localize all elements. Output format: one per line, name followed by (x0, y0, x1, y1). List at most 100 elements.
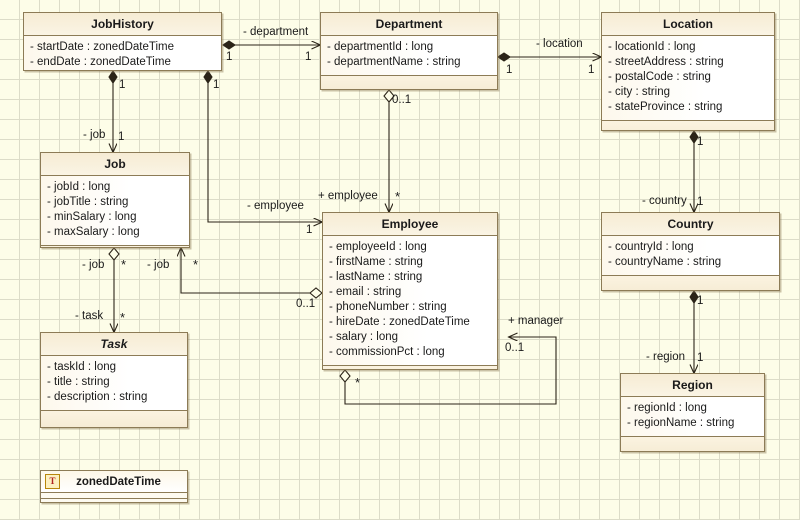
multiplicity-label-m-jh-job-src: 1 (119, 79, 126, 91)
class-attributes-jobhistory: - startDate : zonedDateTime - endDate : z… (24, 36, 221, 70)
open-diamond-job-task (108, 247, 120, 261)
uml-class-employee[interactable]: Employee - employeeId : long - firstName :… (322, 212, 498, 370)
class-attribute: - jobTitle : string (47, 196, 129, 208)
class-operations-department (321, 76, 497, 89)
class-operations-employee (323, 366, 497, 369)
association-label-lbl-job-top: - job (83, 129, 106, 141)
multiplicity-label-m-loc-ctry-src: 1 (697, 136, 704, 148)
multiplicity-label-m-jh-job-tgt: 1 (118, 131, 125, 143)
class-title-region: Region (621, 374, 764, 397)
class-attributes-employee: - employeeId : long - firstName : string -… (323, 236, 497, 366)
uml-class-location[interactable]: Location - locationId : long - streetAddre… (601, 12, 775, 131)
class-attribute: - countryName : string (608, 256, 722, 268)
multiplicity-label-m-jh-dept-tgt: 1 (305, 51, 312, 63)
class-attribute: - regionId : long (627, 402, 707, 414)
association-label-lbl-task: - task (75, 310, 104, 322)
filled-diamond-department-location (497, 52, 511, 62)
association-label-lbl-country: - country (642, 195, 687, 207)
class-attribute: - phoneNumber : string (329, 301, 447, 313)
class-attribute: - lastName : string (329, 271, 423, 283)
class-attribute: - regionName : string (627, 417, 735, 429)
datatype-name: zonedDateTime (76, 475, 161, 488)
uml-class-region[interactable]: Region - regionId : long - regionName : st… (620, 373, 765, 452)
association-label-lbl-job-right: - job (147, 259, 170, 271)
association-label-lbl-job-left: - job (82, 259, 105, 271)
multiplicity-label-m-jh-emp-src: 1 (213, 79, 220, 91)
association-label-lbl-manager: + manager (508, 315, 564, 327)
multiplicity-label-m-emp-job-src: 0..1 (296, 298, 316, 310)
class-operations-region (621, 437, 764, 451)
class-operations-location (602, 121, 774, 130)
class-operations-task (41, 411, 187, 427)
class-attribute: - locationId : long (608, 41, 696, 53)
class-title-employee: Employee (323, 213, 497, 236)
multiplicity-label-m-jh-dept-src: 1 (226, 51, 233, 63)
class-attribute: - endDate : zonedDateTime (30, 56, 171, 68)
multiplicity-label-m-emp-job-tgt: * (193, 257, 199, 272)
multiplicity-label-m-job-task-tgt: * (120, 310, 126, 325)
class-attributes-job: - jobId : long - jobTitle : string - minSa… (41, 176, 189, 246)
class-title-location: Location (602, 13, 774, 36)
class-attribute: - taskId : long (47, 361, 117, 373)
class-attribute: - minSalary : long (47, 211, 137, 223)
class-attribute: - startDate : zonedDateTime (30, 41, 175, 53)
multiplicity-label-m-ctry-reg-tgt: 1 (697, 352, 704, 364)
class-attribute: - title : string (47, 376, 110, 388)
uml-class-task[interactable]: Task - taskId : long - title : string - des… (40, 332, 188, 428)
class-attributes-region: - regionId : long - regionName : string (621, 397, 764, 437)
class-attribute: - maxSalary : long (47, 226, 140, 238)
association-label-lbl-department: - department (243, 26, 309, 38)
class-title-country: Country (602, 213, 779, 236)
class-attributes-country: - countryId : long - countryName : string (602, 236, 779, 276)
class-title-jobhistory: JobHistory (24, 13, 221, 36)
multiplicity-label-m-mgr-tgt: 0..1 (505, 342, 525, 354)
datatype-compartment-1 (41, 493, 187, 499)
uml-class-jobhistory[interactable]: JobHistory - startDate : zonedDateTime - e… (23, 12, 222, 71)
association-label-lbl-employee: - employee (247, 200, 304, 212)
class-title-job: Job (41, 153, 189, 176)
class-attributes-task: - taskId : long - title : string - descrip… (41, 356, 187, 411)
multiplicity-label-m-ctry-reg-src: 1 (697, 295, 704, 307)
multiplicity-label-m-dept-loc-src: 1 (506, 64, 513, 76)
class-title-department: Department (321, 13, 497, 36)
class-attribute: - commissionPct : long (329, 346, 445, 358)
class-attribute: - city : string (608, 86, 670, 98)
association-label-lbl-plus-employee: + employee (318, 190, 378, 202)
class-attribute: - countryId : long (608, 241, 694, 253)
uml-class-department[interactable]: Department- departmentId : long- departm… (320, 12, 498, 90)
class-attribute: - employeeId : long (329, 241, 427, 253)
multiplicity-label-m-mgr-src: * (355, 375, 361, 390)
class-attribute: - email : string (329, 286, 402, 298)
uml-class-job[interactable]: Job - jobId : long - jobTitle : string - mi… (40, 152, 190, 248)
datatype-compartment-2 (41, 499, 187, 502)
open-diamond-employee-manager (339, 369, 351, 383)
association-label-lbl-location: - location (536, 38, 583, 50)
class-attribute: - description : string (47, 391, 148, 403)
multiplicity-label-m-jh-emp-tgt: 1 (306, 224, 313, 236)
class-attribute: - streetAddress : string (608, 56, 724, 68)
class-attribute: - salary : long (329, 331, 399, 343)
class-attributes-department: - departmentId : long- departmentName : … (321, 36, 497, 76)
class-attribute: - stateProvince : string (608, 101, 723, 113)
class-operations-job (41, 246, 189, 247)
filled-diamond-jobhistory-department (222, 40, 236, 50)
filled-diamond-jobhistory-job (108, 70, 118, 84)
open-diamond-employee-job (309, 287, 323, 299)
class-title-task: Task (41, 333, 187, 356)
class-operations-country (602, 276, 779, 290)
edge-employee-job (181, 248, 311, 294)
association-label-lbl-region: - region (646, 351, 685, 363)
class-attributes-location: - locationId : long - streetAddress : str… (602, 36, 774, 121)
multiplicity-label-m-dept-emp-src: 0..1 (392, 94, 412, 106)
multiplicity-label-m-job-task-src: * (121, 257, 127, 272)
datatype-badge-icon: T (45, 474, 60, 489)
filled-diamond-jobhistory-employee (203, 70, 213, 84)
class-attribute: - departmentName : string (327, 56, 461, 68)
class-attribute: - jobId : long (47, 181, 111, 193)
uml-class-country[interactable]: Country - countryId : long - countryName :… (601, 212, 780, 291)
class-attribute: - firstName : string (329, 256, 423, 268)
multiplicity-label-m-dept-emp-tgt: * (395, 189, 401, 204)
